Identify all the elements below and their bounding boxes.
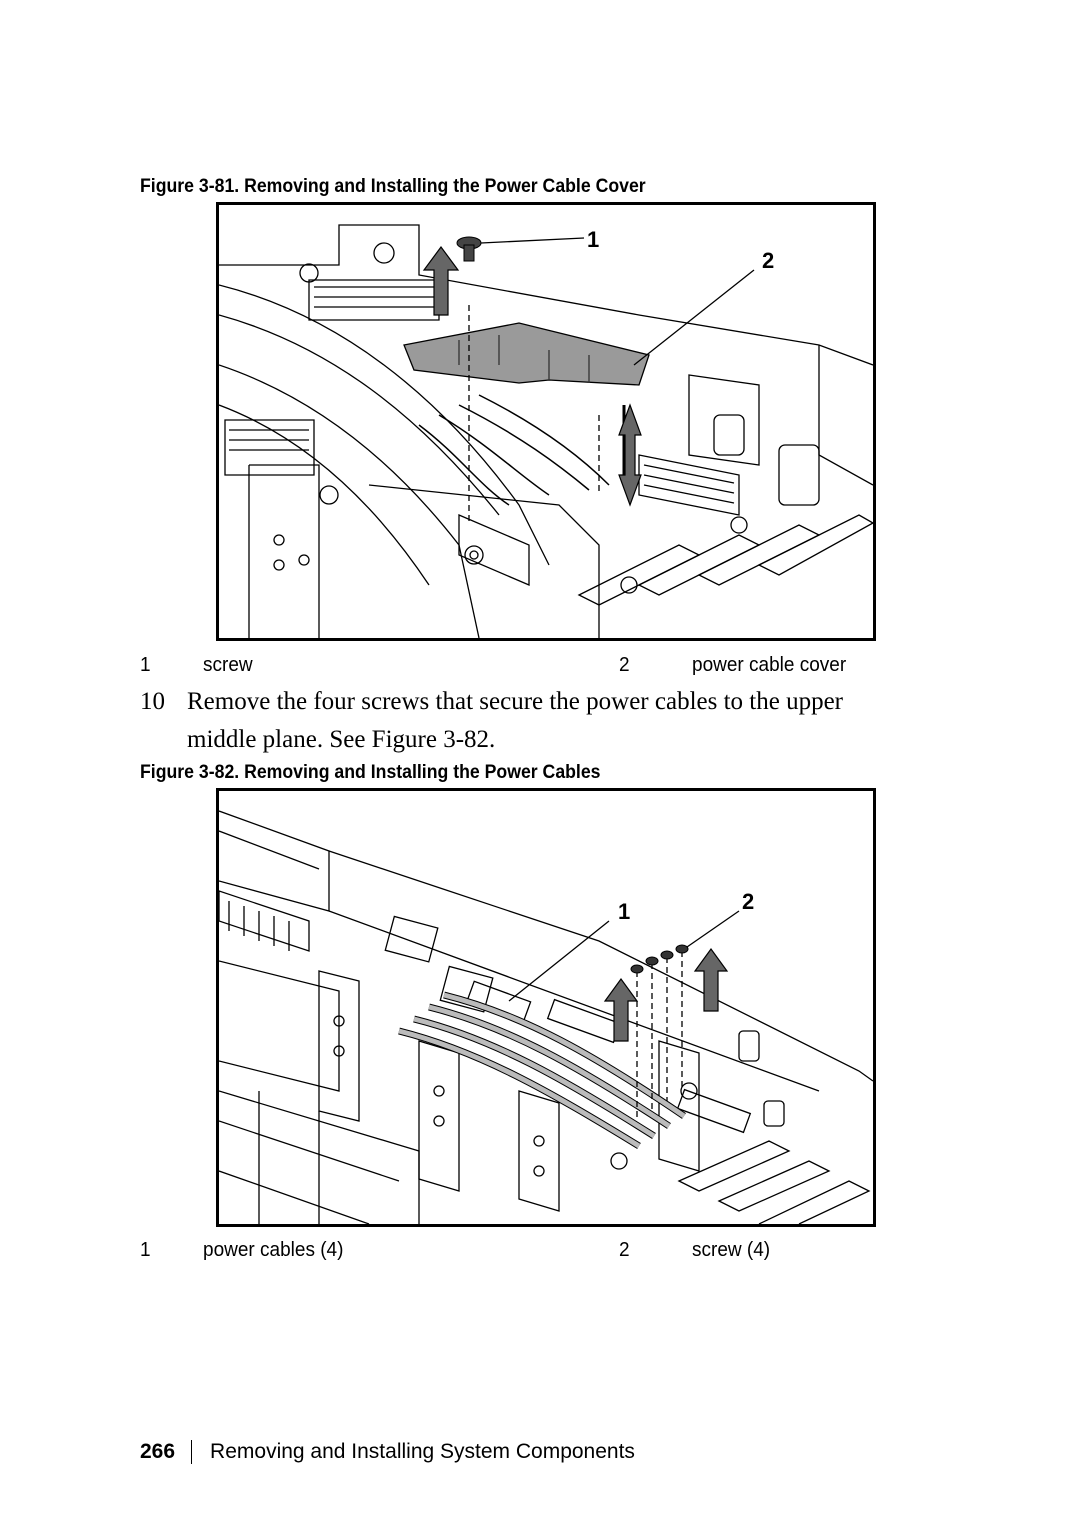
figure-82-legend-2-label: screw (4) [692,1239,771,1261]
figure-82-legend-1-label: power cables (4) [203,1239,344,1261]
footer-separator [191,1440,193,1465]
figure-81-callout-2: 2 [762,248,774,273]
figure-81-illustration: 1 2 [216,202,876,641]
figure-81-legend-1-label: screw [203,654,253,676]
figure-81-legend-2-num: 2 [619,654,630,676]
power-cable-cover-diagram: 1 2 [219,224,873,638]
figure-81-legend-2-label: power cable cover [692,654,847,676]
page-number: 266 [140,1440,176,1463]
step-text: Remove the four screws that secure the p… [187,688,844,753]
power-cables-diagram: 1 2 [219,810,873,1224]
footer-section-title: Removing and Installing System Component… [210,1440,635,1463]
figure-82-caption: Figure 3-82. Removing and Installing the… [140,762,601,783]
figure-81-caption: Figure 3-81. Removing and Installing the… [140,176,646,197]
page-footer: 266 Removing and Installing System Compon… [140,1440,635,1465]
figure-82-callout-2: 2 [742,889,754,914]
figure-82-illustration: 1 2 [216,788,876,1227]
step-number: 10 [140,688,165,715]
figure-81-callout-1: 1 [587,227,599,252]
figure-82-legend-1-num: 1 [140,1239,151,1261]
figure-82-legend-2-num: 2 [619,1239,630,1261]
figure-82-callout-1: 1 [618,899,630,924]
figure-81-legend-1-num: 1 [140,654,151,676]
